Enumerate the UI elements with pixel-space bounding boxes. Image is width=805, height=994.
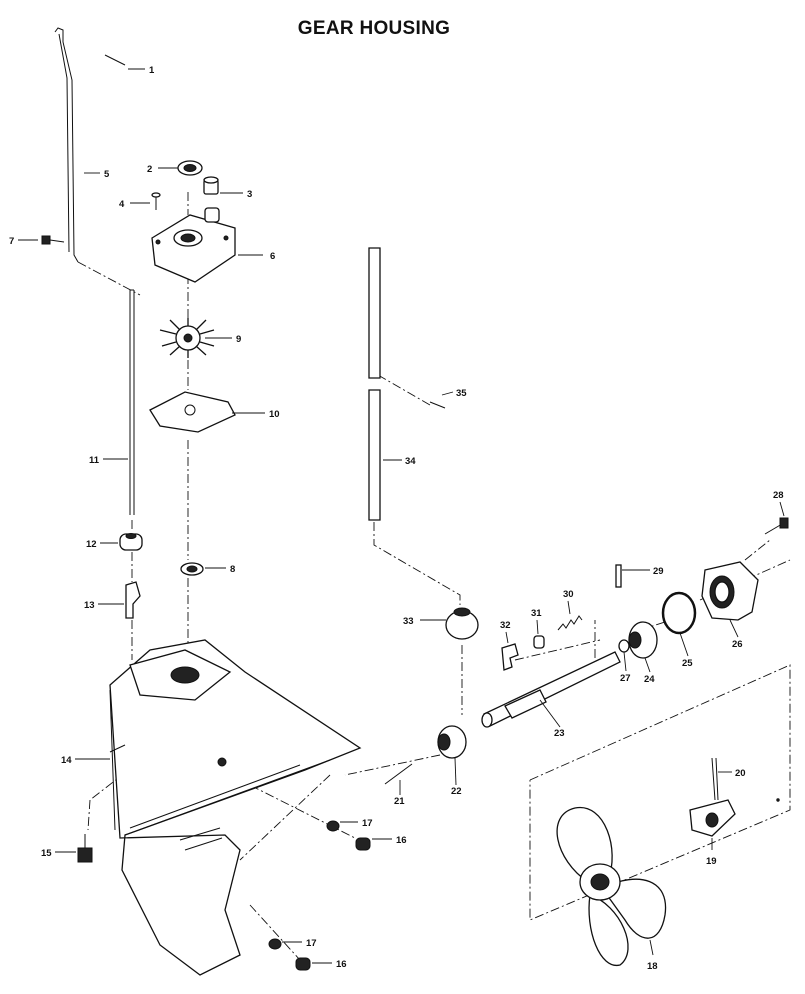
callout-19: 19 [706, 856, 717, 867]
callout-25: 25 [682, 658, 693, 669]
callout-11: 11 [89, 455, 100, 466]
pinion-gear [445, 607, 479, 640]
callout-29: 29 [653, 566, 664, 577]
drain-plug [295, 957, 311, 971]
washer [268, 938, 282, 950]
leader-lines [18, 68, 785, 964]
drain-plug [355, 837, 371, 851]
callout-35: 35 [456, 388, 467, 399]
callout-15: 15 [41, 848, 52, 859]
callout-6: 6 [270, 251, 275, 262]
screw-icon [764, 517, 789, 535]
callout-21: 21 [394, 796, 405, 807]
callout-14: 14 [61, 755, 72, 766]
callout-3: 3 [247, 189, 252, 200]
water-tube [129, 289, 135, 515]
callout-28: 28 [773, 490, 784, 501]
callout-34: 34 [405, 456, 416, 467]
water-pump-housing [151, 207, 236, 283]
propeller-nut [689, 799, 736, 837]
callout-17a: 17 [362, 818, 373, 829]
pin [533, 635, 545, 649]
callout-16a: 16 [396, 835, 407, 846]
o-ring [661, 591, 697, 635]
callout-2: 2 [147, 164, 152, 175]
shift-rod [54, 27, 79, 263]
bearing-carrier [701, 561, 759, 621]
callout-labels: 1 2 3 4 5 6 7 9 10 11 12 8 13 14 15 17 1… [9, 65, 784, 972]
gear-housing-body [109, 639, 362, 976]
clip [501, 643, 519, 671]
parts [41, 27, 789, 976]
drive-shaft [368, 247, 446, 521]
screw-icon [41, 235, 65, 245]
callout-16b: 16 [336, 959, 347, 970]
washer [326, 820, 340, 832]
forward-gear [437, 725, 467, 759]
assembly-lines [77, 192, 791, 961]
propeller-shaft [481, 651, 621, 728]
callout-17b: 17 [306, 938, 317, 949]
callout-7: 7 [9, 236, 14, 247]
callout-33: 33 [403, 616, 414, 627]
callout-27: 27 [620, 673, 631, 684]
pin [384, 763, 413, 785]
callout-13: 13 [84, 600, 95, 611]
callout-18: 18 [647, 961, 658, 972]
callout-32: 32 [500, 620, 511, 631]
callout-31: 31 [531, 608, 542, 619]
callout-30: 30 [563, 589, 574, 600]
impeller-plate [149, 391, 236, 433]
screw-icon [77, 834, 93, 863]
callout-5: 5 [104, 169, 110, 180]
callout-22: 22 [451, 786, 462, 797]
spring [557, 615, 583, 631]
callout-26: 26 [732, 639, 743, 650]
clip [125, 581, 141, 619]
callout-9: 9 [236, 334, 241, 345]
impeller [159, 318, 215, 358]
callout-20: 20 [735, 768, 746, 779]
propeller [556, 806, 667, 966]
callout-24: 24 [644, 674, 655, 685]
callout-10: 10 [269, 409, 280, 420]
callout-1: 1 [149, 65, 155, 76]
callout-12: 12 [86, 539, 97, 550]
reverse-gear [628, 621, 658, 659]
page-title: GEAR HOUSING [297, 18, 451, 39]
callout-8: 8 [230, 564, 235, 575]
cotter-pin [711, 757, 719, 801]
callout-4: 4 [119, 199, 125, 210]
callout-23: 23 [554, 728, 565, 739]
